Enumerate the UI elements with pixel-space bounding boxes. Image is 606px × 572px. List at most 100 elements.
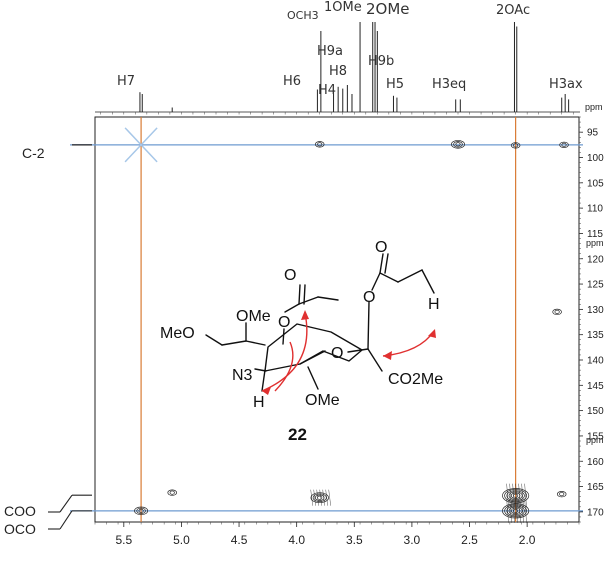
bond xyxy=(284,303,300,313)
proton-label: 2OAc xyxy=(496,3,530,18)
x-marker xyxy=(124,127,158,163)
atom-label-h-left: H xyxy=(253,394,265,411)
cross-peak xyxy=(167,489,177,496)
proton-label: OCH3 xyxy=(287,9,319,22)
f2-tick-label: 5.0 xyxy=(173,533,190,547)
compound-number: 22 xyxy=(288,425,307,444)
f1-axis: 9510010511011512012513013514014515015516… xyxy=(579,116,604,523)
bond xyxy=(303,284,306,305)
carbon-label: C-2 xyxy=(22,145,45,161)
bond xyxy=(298,284,301,305)
proton-label: H3eq xyxy=(432,77,466,92)
carbon-label: OCO xyxy=(4,521,36,537)
atom-label-co2me: CO2Me xyxy=(388,371,443,388)
bond xyxy=(307,366,319,390)
proton-spectrum xyxy=(139,22,570,112)
carbon-label-leader xyxy=(59,510,73,530)
f2-tick-label: 5.5 xyxy=(115,533,132,547)
plot-frame xyxy=(94,116,580,523)
bond xyxy=(221,340,247,346)
cross-peak xyxy=(552,308,562,316)
carbon-label-leader xyxy=(59,494,73,513)
cross-peak xyxy=(559,141,569,148)
f2-axis: 5.5 5.0 4.5 4.0 3.5 3.0 2.5 2.0 xyxy=(94,112,580,547)
arrowhead xyxy=(428,329,436,338)
f1-tick-label: 105 xyxy=(587,178,604,189)
f1-unit-label-lower: ppm xyxy=(586,435,604,445)
f1-tick-label: 155 xyxy=(587,431,604,442)
f1-unit-label: ppm xyxy=(586,238,604,248)
atom-label-meo: MeO xyxy=(160,325,195,342)
cross-peak xyxy=(451,140,465,149)
f1-tick-label: 160 xyxy=(587,457,604,468)
guide-lines xyxy=(70,117,583,522)
bond xyxy=(298,296,319,305)
f1-tick-label: 95 xyxy=(587,128,599,139)
bond xyxy=(245,340,266,346)
atom-label-n3: N3 xyxy=(232,367,253,384)
bond xyxy=(261,369,266,392)
compound-labels: MeO OMe O N3 H OMe O CO2Me H O O O 22 xyxy=(160,239,443,444)
proton-label: H4 xyxy=(318,83,336,98)
arrow-h7-to-oco-2 xyxy=(274,341,294,392)
proton-label: H9b xyxy=(368,54,394,69)
cross-peak xyxy=(314,141,325,148)
hmbc-correlation-arrows xyxy=(261,310,436,395)
f1-tick-label: 135 xyxy=(587,330,604,341)
f1-tick-label: 120 xyxy=(587,254,604,265)
atom-label-o-carbonyl-right: O xyxy=(375,239,387,256)
proton-label: H8 xyxy=(329,64,347,79)
atom-label-o-carbonyl-left: O xyxy=(284,267,296,284)
cross-peaks xyxy=(134,140,569,523)
bond xyxy=(379,272,399,283)
bond xyxy=(254,368,267,372)
bond xyxy=(317,296,339,301)
proton-label: H9a xyxy=(317,44,343,59)
proton-label: 2OMe xyxy=(366,0,410,18)
atom-label-o-acetate: O xyxy=(278,314,290,331)
arrowhead xyxy=(301,310,309,320)
bond xyxy=(397,269,423,283)
proton-label: 1OMe xyxy=(324,0,362,15)
proton-label: H5 xyxy=(386,77,404,92)
bond xyxy=(379,253,384,274)
arrow-h7-to-oco xyxy=(261,312,308,392)
cross-peak xyxy=(510,142,521,149)
arrowhead xyxy=(383,351,392,360)
f1-tick-label: 140 xyxy=(587,356,604,367)
bond xyxy=(347,348,369,353)
ring-bond-path xyxy=(264,323,363,372)
proton-label: H7 xyxy=(117,74,135,89)
bond xyxy=(282,328,285,345)
f2-tick-label: 2.5 xyxy=(461,533,478,547)
f2-tick-label: 4.0 xyxy=(288,533,305,547)
atom-label-h-right: H xyxy=(428,296,440,313)
f1-tick-label: 165 xyxy=(587,482,604,493)
f2-tick-label: 2.0 xyxy=(519,533,536,547)
f1-tick-label: 170 xyxy=(587,507,604,518)
arrowhead xyxy=(262,387,271,395)
f1-tick-label: 125 xyxy=(587,280,604,291)
compound-structure xyxy=(205,253,435,392)
bond xyxy=(367,348,383,372)
bond xyxy=(367,301,370,350)
cross-peak xyxy=(310,489,331,506)
cross-peak xyxy=(502,498,530,523)
proton-label: H3ax xyxy=(549,77,583,92)
atom-label-ome-top: OMe xyxy=(236,308,271,325)
f2-tick-label: 4.5 xyxy=(231,533,248,547)
bond xyxy=(205,334,223,346)
f2-tick-label: 3.0 xyxy=(404,533,421,547)
cross-peak xyxy=(556,491,567,498)
f2-tick-label: 3.5 xyxy=(346,533,363,547)
f1-tick-label: 110 xyxy=(587,204,603,215)
proton-label: H6 xyxy=(283,74,301,89)
atom-label-ome-bottom: OMe xyxy=(305,392,340,409)
cross-peak xyxy=(134,506,149,516)
f1-tick-label: 115 xyxy=(587,229,603,240)
bond xyxy=(384,253,389,274)
f1-tick-label: 130 xyxy=(587,305,604,316)
